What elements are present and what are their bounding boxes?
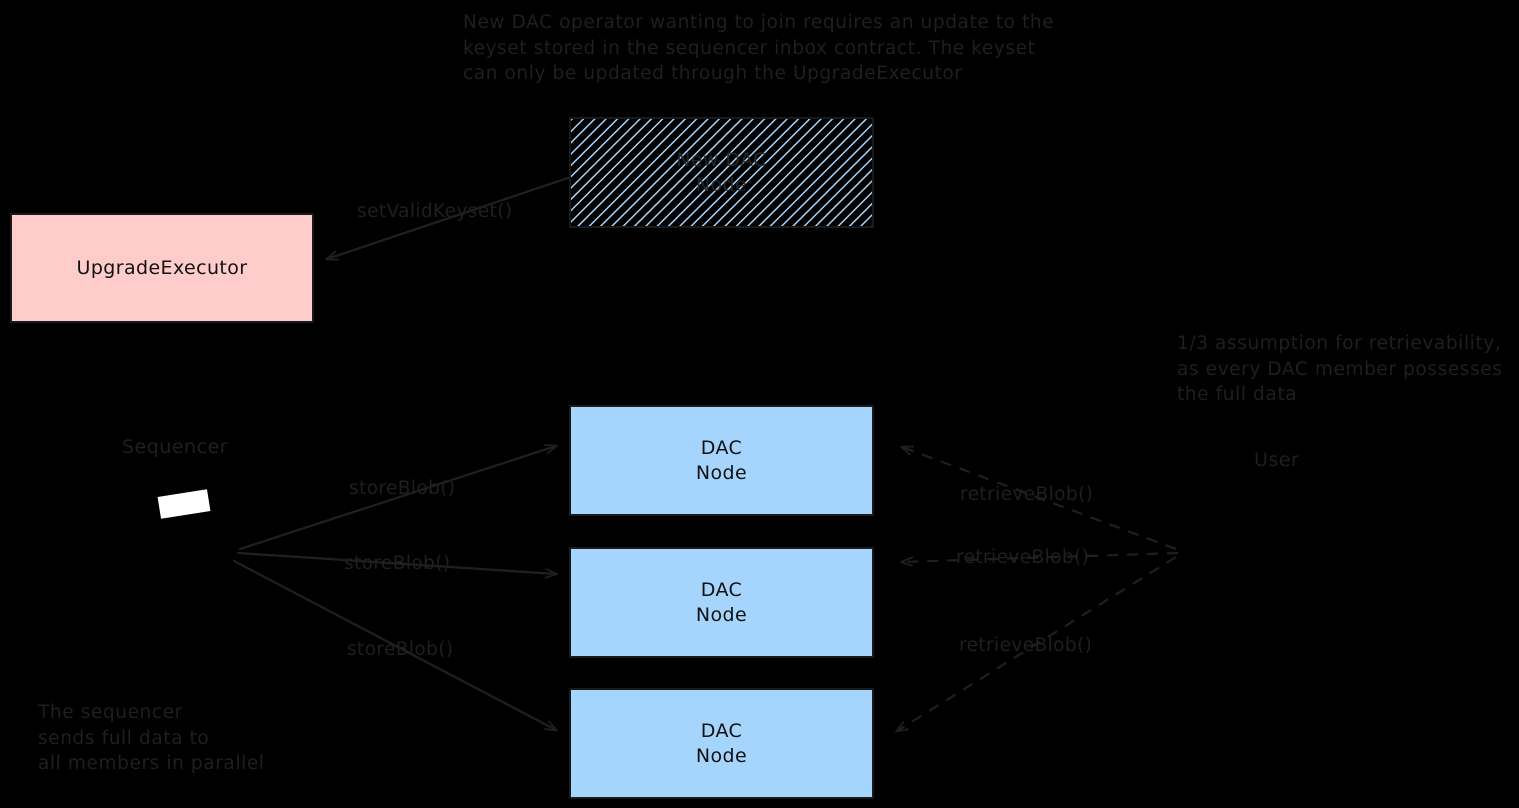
edge-retrieve-blob-2	[902, 551, 1179, 562]
note-retrievability-assumption: 1/3 assumption for retrievability, as ev…	[1177, 333, 1503, 405]
edge-store-blob-3	[232, 559, 556, 730]
edge-store-blob-1	[238, 446, 556, 551]
dac-node-3-box[interactable]: DAC Node	[569, 688, 874, 799]
sequencer-label: Sequencer	[122, 436, 229, 458]
dac-node-1-box[interactable]: DAC Node	[569, 405, 874, 516]
hatch-fill-icon	[571, 119, 872, 226]
edge-store-blob-2	[236, 551, 556, 574]
new-dac-node-label: New DAC Node	[676, 148, 767, 196]
dac-node-2-label: DAC Node	[695, 578, 748, 626]
new-dac-node-box[interactable]: New DAC Node	[569, 117, 874, 228]
dac-node-3-label: DAC Node	[695, 719, 748, 767]
dac-node-1-label: DAC Node	[695, 436, 748, 484]
note-sequencer-parallel: The sequencer sends full data to all mem…	[38, 702, 265, 774]
dac-node-2-box[interactable]: DAC Node	[569, 547, 874, 658]
edge-retrieve-blob-3	[897, 556, 1177, 731]
edge-label-retrieve-blob-3: retrieveBlob()	[959, 635, 1093, 656]
edge-set-valid-keyset	[327, 176, 570, 259]
edge-label-store-blob-2: storeBlob()	[344, 553, 451, 574]
upgrade-executor-label: UpgradeExecutor	[76, 256, 248, 279]
edge-label-set-valid-keyset: setValidKeyset()	[357, 201, 513, 222]
edge-label-store-blob-1: storeBlob()	[349, 478, 456, 499]
upgrade-executor-box[interactable]: UpgradeExecutor	[10, 213, 314, 323]
note-new-dac-operator: New DAC operator wanting to join require…	[463, 12, 1055, 84]
user-label: User	[1254, 449, 1300, 471]
edge-retrieve-blob-1	[902, 447, 1177, 551]
edge-label-retrieve-blob-1: retrieveBlob()	[960, 484, 1094, 505]
edge-label-store-blob-3: storeBlob()	[347, 639, 454, 660]
edge-label-retrieve-blob-2: retrieveBlob()	[956, 547, 1090, 568]
